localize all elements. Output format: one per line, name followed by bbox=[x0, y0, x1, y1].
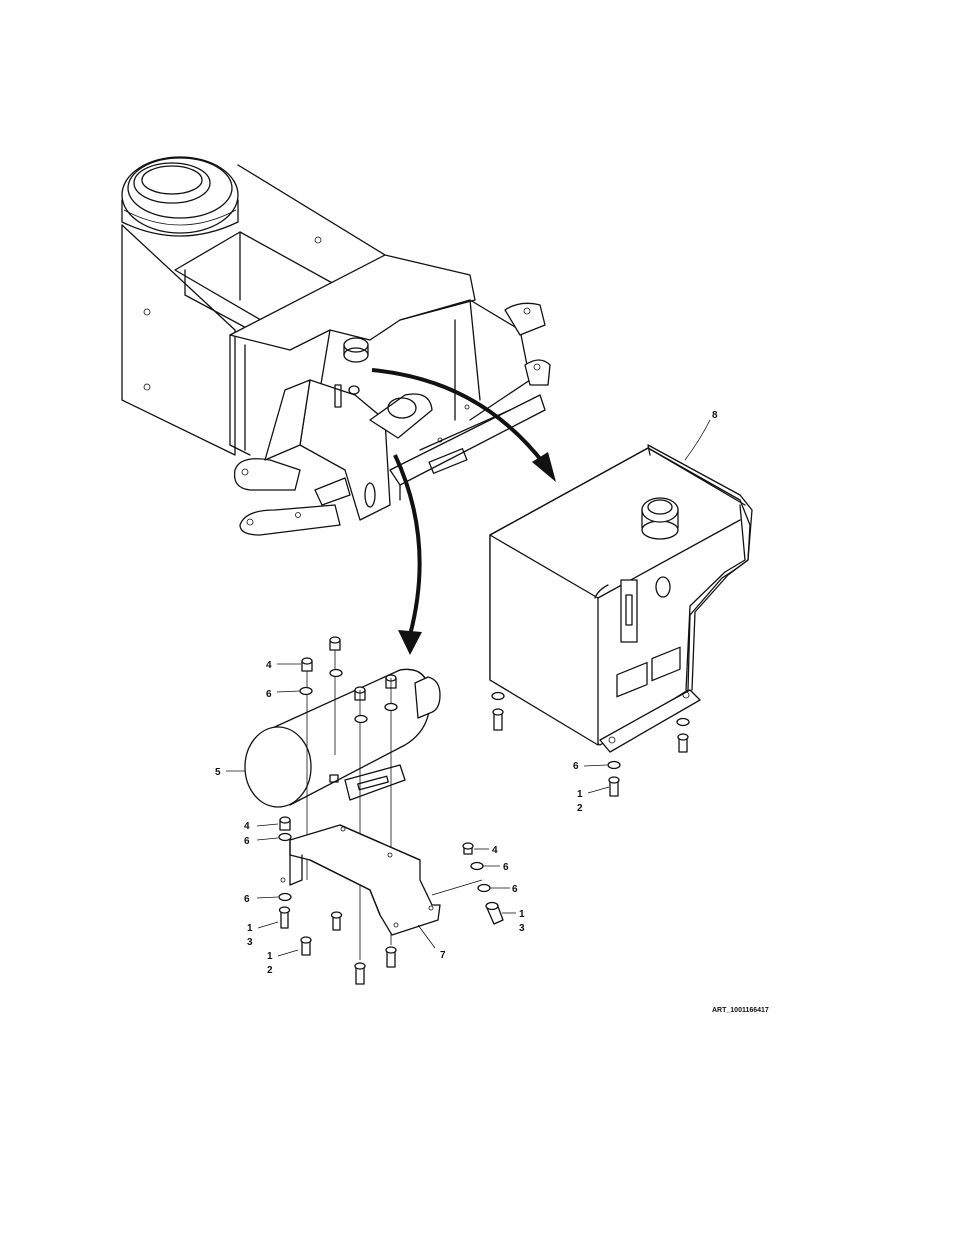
hydraulic-tank bbox=[490, 445, 752, 796]
callout-4: 4 bbox=[492, 845, 498, 856]
callout-1: 1 bbox=[519, 909, 525, 920]
callout-3: 3 bbox=[247, 937, 253, 948]
callout-7: 7 bbox=[440, 950, 446, 961]
callout-6: 6 bbox=[573, 761, 579, 772]
callout-4: 4 bbox=[266, 660, 272, 671]
callout-2: 2 bbox=[267, 965, 273, 976]
art-id-label: ART_1001166417 bbox=[712, 1007, 769, 1014]
callout-8: 8 bbox=[712, 410, 718, 421]
callout-1: 1 bbox=[577, 789, 583, 800]
callout-4: 4 bbox=[244, 821, 250, 832]
callout-1: 1 bbox=[247, 923, 253, 934]
chassis-frame bbox=[122, 157, 550, 535]
callout-3: 3 bbox=[519, 923, 525, 934]
callout-6: 6 bbox=[512, 884, 518, 895]
callout-6: 6 bbox=[503, 862, 509, 873]
callout-6: 6 bbox=[244, 894, 250, 905]
callout-5: 5 bbox=[215, 767, 221, 778]
callout-6: 6 bbox=[266, 689, 272, 700]
callout-6: 6 bbox=[244, 836, 250, 847]
callout-2: 2 bbox=[577, 803, 583, 814]
callout-1: 1 bbox=[267, 951, 273, 962]
